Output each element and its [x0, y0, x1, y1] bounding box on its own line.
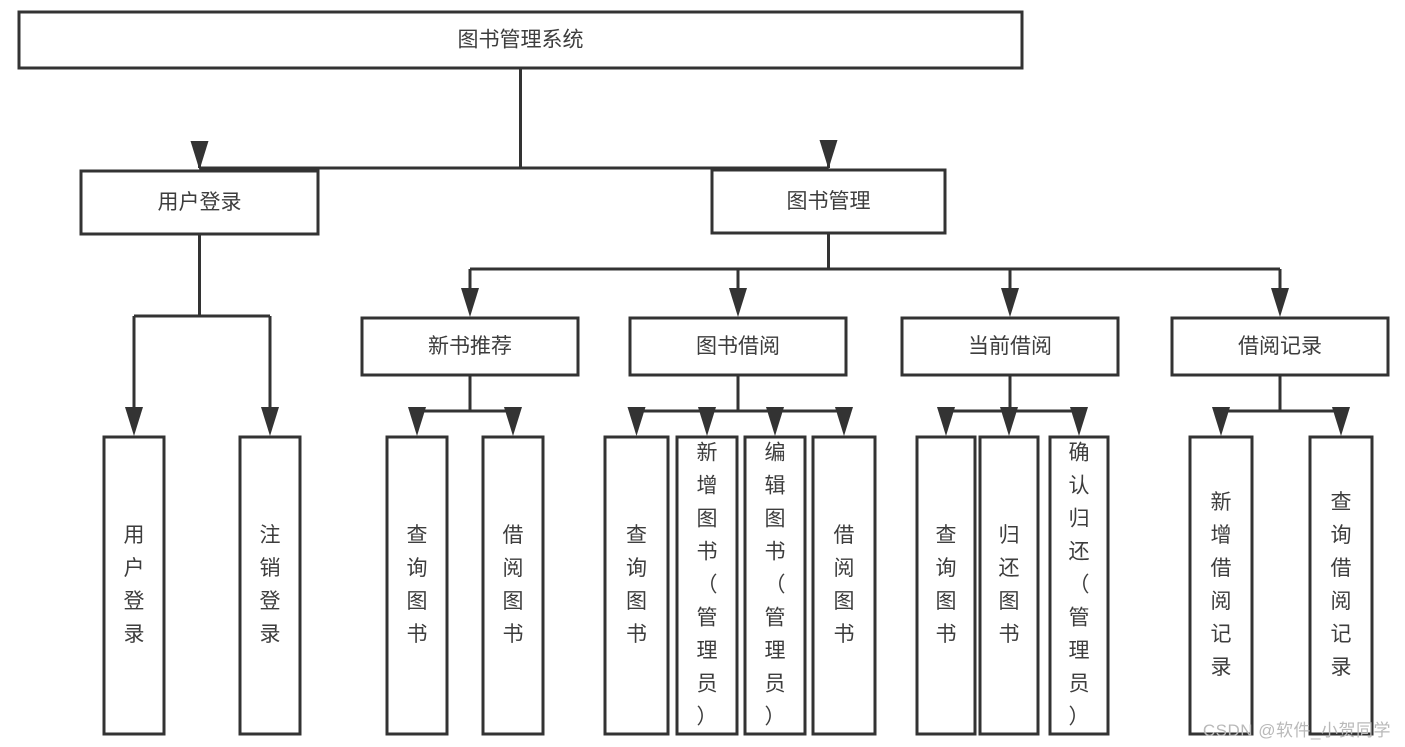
- node-label: 新增图书（管理员）: [697, 442, 718, 729]
- node-box: [811, 435, 877, 736]
- node-layer: 图书管理系统用户登录图书管理新书推荐图书借阅当前借阅借阅记录用户登录注销登录查询…: [17, 10, 1390, 736]
- connector-layer: [125, 68, 1350, 436]
- arrow-head-icon: [1271, 288, 1289, 317]
- node-box: [675, 435, 739, 736]
- node-box: [481, 435, 545, 736]
- node-leaf-user-logout[interactable]: 注销登录: [238, 435, 302, 736]
- node-leaf-cur-return[interactable]: 归还图书: [978, 435, 1040, 736]
- node-leaf-nb-borrow[interactable]: 借阅图书: [481, 435, 545, 736]
- node-leaf-rec-add[interactable]: 新增借阅记录: [1188, 435, 1254, 736]
- arrow-head-icon: [461, 288, 479, 317]
- node-box: [17, 10, 1024, 70]
- node-box: [360, 316, 580, 377]
- node-leaf-bk-edit[interactable]: 编辑图书（管理员）: [743, 435, 807, 736]
- arrow-head-icon: [1001, 288, 1019, 317]
- node-leaf-rec-query[interactable]: 查询借阅记录: [1308, 435, 1374, 736]
- node-box: [238, 435, 302, 736]
- arrow-head-icon: [819, 140, 838, 169]
- node-label: 用户登录: [124, 524, 145, 646]
- node-root[interactable]: 图书管理系统: [17, 10, 1024, 70]
- arrow-head-icon: [408, 407, 426, 436]
- arrow-head-icon: [190, 141, 209, 170]
- node-label: 图书借阅: [696, 335, 780, 358]
- arrow-head-icon: [698, 407, 716, 436]
- arrow-head-icon: [766, 407, 784, 436]
- node-label: 注销登录: [260, 524, 281, 646]
- node-label: 查询图书: [936, 524, 957, 646]
- node-label: 查询借阅记录: [1331, 491, 1352, 679]
- node-label: 确认归还（管理员）: [1069, 442, 1090, 729]
- node-label: 新增借阅记录: [1211, 491, 1232, 679]
- arrow-head-icon: [261, 407, 279, 436]
- node-box: [102, 435, 166, 736]
- arrow-head-icon: [1000, 407, 1018, 436]
- node-label: 用户登录: [158, 191, 242, 214]
- node-box: [628, 316, 848, 377]
- node-label: 新书推荐: [428, 335, 512, 358]
- arrow-head-icon: [729, 288, 747, 317]
- node-box: [1048, 435, 1110, 736]
- node-label: 图书管理系统: [458, 29, 584, 52]
- node-box: [710, 168, 947, 235]
- arrow-head-icon: [937, 407, 955, 436]
- node-l2-book-manage[interactable]: 图书管理: [710, 168, 947, 235]
- node-label: 借阅图书: [503, 524, 524, 646]
- node-l3-new-book[interactable]: 新书推荐: [360, 316, 580, 377]
- arrow-head-icon: [125, 407, 143, 436]
- node-leaf-bk-add[interactable]: 新增图书（管理员）: [675, 435, 739, 736]
- node-label: 借阅图书: [834, 524, 855, 646]
- node-leaf-bk-query[interactable]: 查询图书: [603, 435, 670, 736]
- node-l3-current[interactable]: 当前借阅: [900, 316, 1120, 377]
- arrow-head-icon: [1332, 407, 1350, 436]
- arrow-head-icon: [627, 407, 646, 436]
- node-box: [385, 435, 449, 736]
- node-box: [79, 169, 320, 236]
- node-label: 借阅记录: [1238, 335, 1322, 358]
- node-box: [915, 435, 977, 736]
- node-leaf-user-login[interactable]: 用户登录: [102, 435, 166, 736]
- node-leaf-bk-borrow[interactable]: 借阅图书: [811, 435, 877, 736]
- node-box: [743, 435, 807, 736]
- arrow-head-icon: [1212, 407, 1230, 436]
- arrow-head-icon: [1070, 407, 1088, 436]
- node-box: [1308, 435, 1374, 736]
- node-label: 归还图书: [999, 524, 1020, 646]
- node-leaf-cur-confirm[interactable]: 确认归还（管理员）: [1048, 435, 1110, 736]
- node-label: 图书管理: [787, 190, 871, 213]
- node-box: [603, 435, 670, 736]
- node-label: 当前借阅: [968, 335, 1052, 358]
- node-label: 查询图书: [626, 524, 647, 646]
- arrow-head-icon: [835, 407, 853, 436]
- node-label: 编辑图书（管理员）: [765, 442, 786, 729]
- node-box: [900, 316, 1120, 377]
- node-l3-borrow[interactable]: 图书借阅: [628, 316, 848, 377]
- node-label: 查询图书: [407, 524, 428, 646]
- node-leaf-nb-query[interactable]: 查询图书: [385, 435, 449, 736]
- node-l3-record[interactable]: 借阅记录: [1170, 316, 1390, 377]
- node-box: [978, 435, 1040, 736]
- node-l2-user-login[interactable]: 用户登录: [79, 169, 320, 236]
- node-leaf-cur-query[interactable]: 查询图书: [915, 435, 977, 736]
- node-box: [1188, 435, 1254, 736]
- arrow-head-icon: [504, 407, 522, 436]
- node-box: [1170, 316, 1390, 377]
